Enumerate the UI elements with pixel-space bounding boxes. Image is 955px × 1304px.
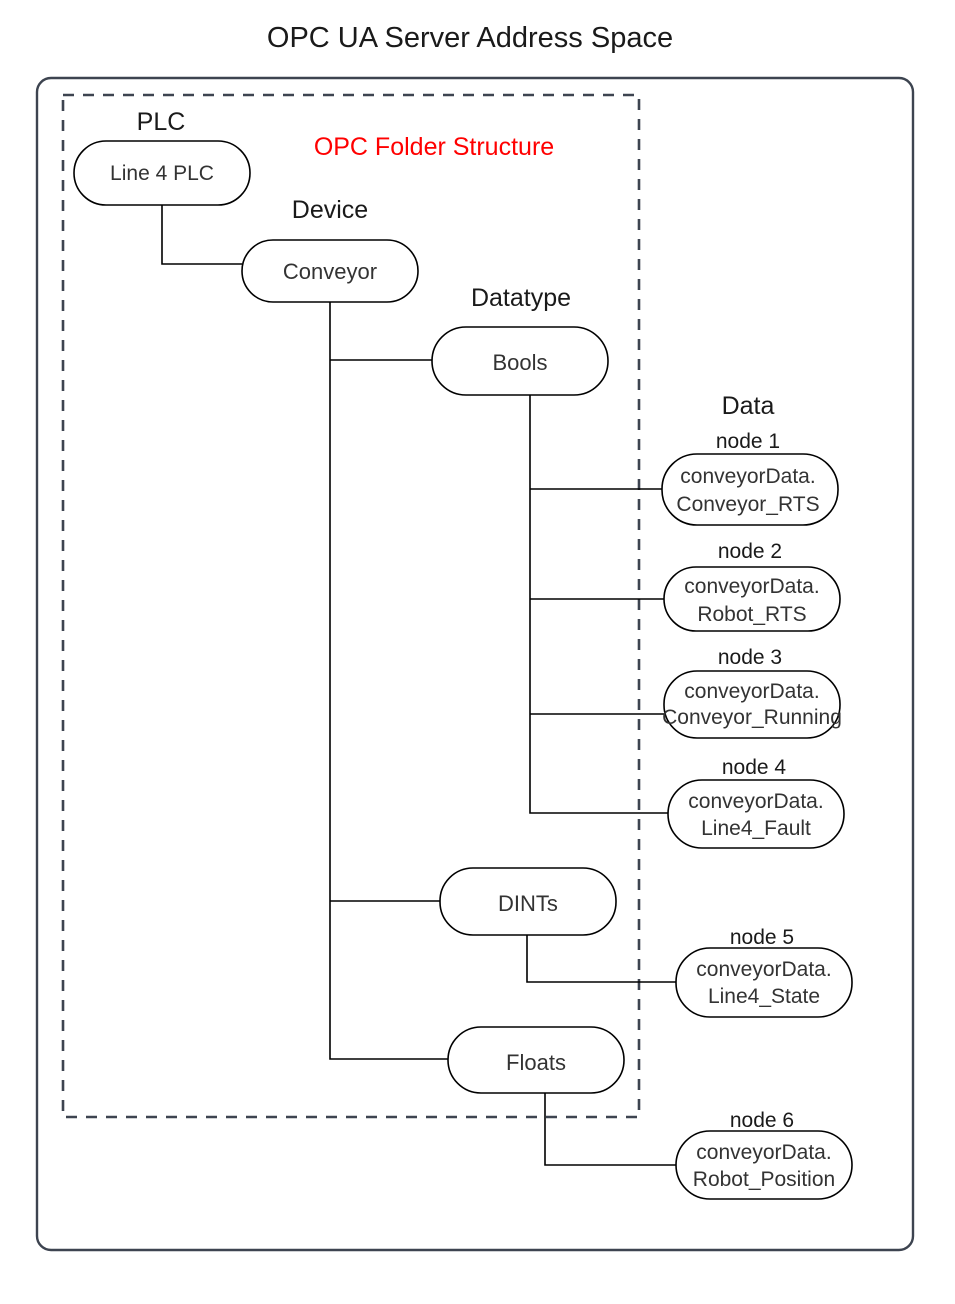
node-line4-plc-shape: [73, 140, 251, 206]
connector-bools-trunk-to-node4: [529, 395, 668, 814]
data-node-5-shape: [675, 947, 853, 1018]
connector-floats-to-node6: [544, 1093, 676, 1166]
data-node-4-shape: [667, 779, 845, 849]
data-node-1-shape: [661, 453, 839, 526]
data-node-5-line2: Line4_State: [708, 985, 820, 1008]
data-node-4-line2: Line4_Fault: [701, 817, 811, 840]
node-floats[interactable]: Floats: [447, 1026, 625, 1094]
address-space-boundary: [35, 76, 915, 1252]
group-label-data: Data: [722, 392, 775, 420]
node-line4-plc[interactable]: Line 4 PLC: [73, 140, 251, 206]
opc-folder-structure-region: [61, 93, 641, 1119]
node-conveyor[interactable]: Conveyor: [241, 239, 419, 303]
data-node-1-line2: Conveyor_RTS: [676, 493, 819, 516]
data-node-1-caption: node 1: [716, 430, 780, 453]
data-node-1[interactable]: node 1 conveyorData. Conveyor_RTS: [661, 430, 839, 526]
data-node-6[interactable]: node 6 conveyorData. Robot_Position: [675, 1109, 853, 1200]
data-node-2-caption: node 2: [718, 540, 782, 563]
data-node-4[interactable]: node 4 conveyorData. Line4_Fault: [667, 756, 845, 849]
node-dints[interactable]: DINTs: [439, 867, 617, 936]
group-label-plc: PLC: [137, 108, 186, 136]
node-bools-shape: [431, 326, 609, 396]
data-node-2[interactable]: node 2 conveyorData. Robot_RTS: [663, 540, 841, 632]
data-node-3-caption: node 3: [718, 646, 782, 669]
connector-plc-to-conveyor: [161, 205, 242, 265]
data-node-3-line1: conveyorData.: [684, 680, 819, 703]
data-node-6-shape: [675, 1130, 853, 1200]
opc-folder-structure-label: OPC Folder Structure: [314, 133, 554, 161]
group-label-device: Device: [292, 196, 368, 224]
data-node-4-line1: conveyorData.: [688, 790, 823, 813]
data-node-5[interactable]: node 5 conveyorData. Line4_State: [675, 926, 853, 1018]
connector-dints-to-node5: [526, 935, 676, 983]
node-dints-label: DINTs: [498, 891, 558, 916]
data-node-3-line2: Conveyor_Running: [662, 706, 842, 729]
data-node-5-line1: conveyorData.: [696, 958, 831, 981]
node-bools[interactable]: Bools: [431, 326, 609, 396]
data-node-2-line2: Robot_RTS: [697, 603, 806, 626]
data-node-5-caption: node 5: [730, 926, 794, 949]
connector-conveyor-trunk-to-floats: [329, 302, 448, 1060]
node-dints-shape: [439, 867, 617, 936]
node-floats-label: Floats: [506, 1050, 566, 1075]
node-conveyor-shape: [241, 239, 419, 303]
group-label-datatype: Datatype: [471, 284, 571, 312]
data-node-6-caption: node 6: [730, 1109, 794, 1132]
data-node-3[interactable]: node 3 conveyorData. Conveyor_Running: [662, 646, 842, 739]
data-node-2-shape: [663, 566, 841, 632]
data-node-6-line1: conveyorData.: [696, 1141, 831, 1164]
data-node-1-line1: conveyorData.: [680, 465, 815, 488]
node-bools-label: Bools: [492, 350, 547, 375]
node-conveyor-label: Conveyor: [283, 259, 377, 284]
page-title: OPC UA Server Address Space: [267, 22, 673, 54]
node-line4-plc-label: Line 4 PLC: [110, 162, 214, 185]
data-node-3-shape: [663, 670, 841, 739]
data-node-2-line1: conveyorData.: [684, 575, 819, 598]
data-node-6-line2: Robot_Position: [693, 1168, 835, 1191]
data-node-4-caption: node 4: [722, 756, 787, 779]
node-floats-shape: [447, 1026, 625, 1094]
